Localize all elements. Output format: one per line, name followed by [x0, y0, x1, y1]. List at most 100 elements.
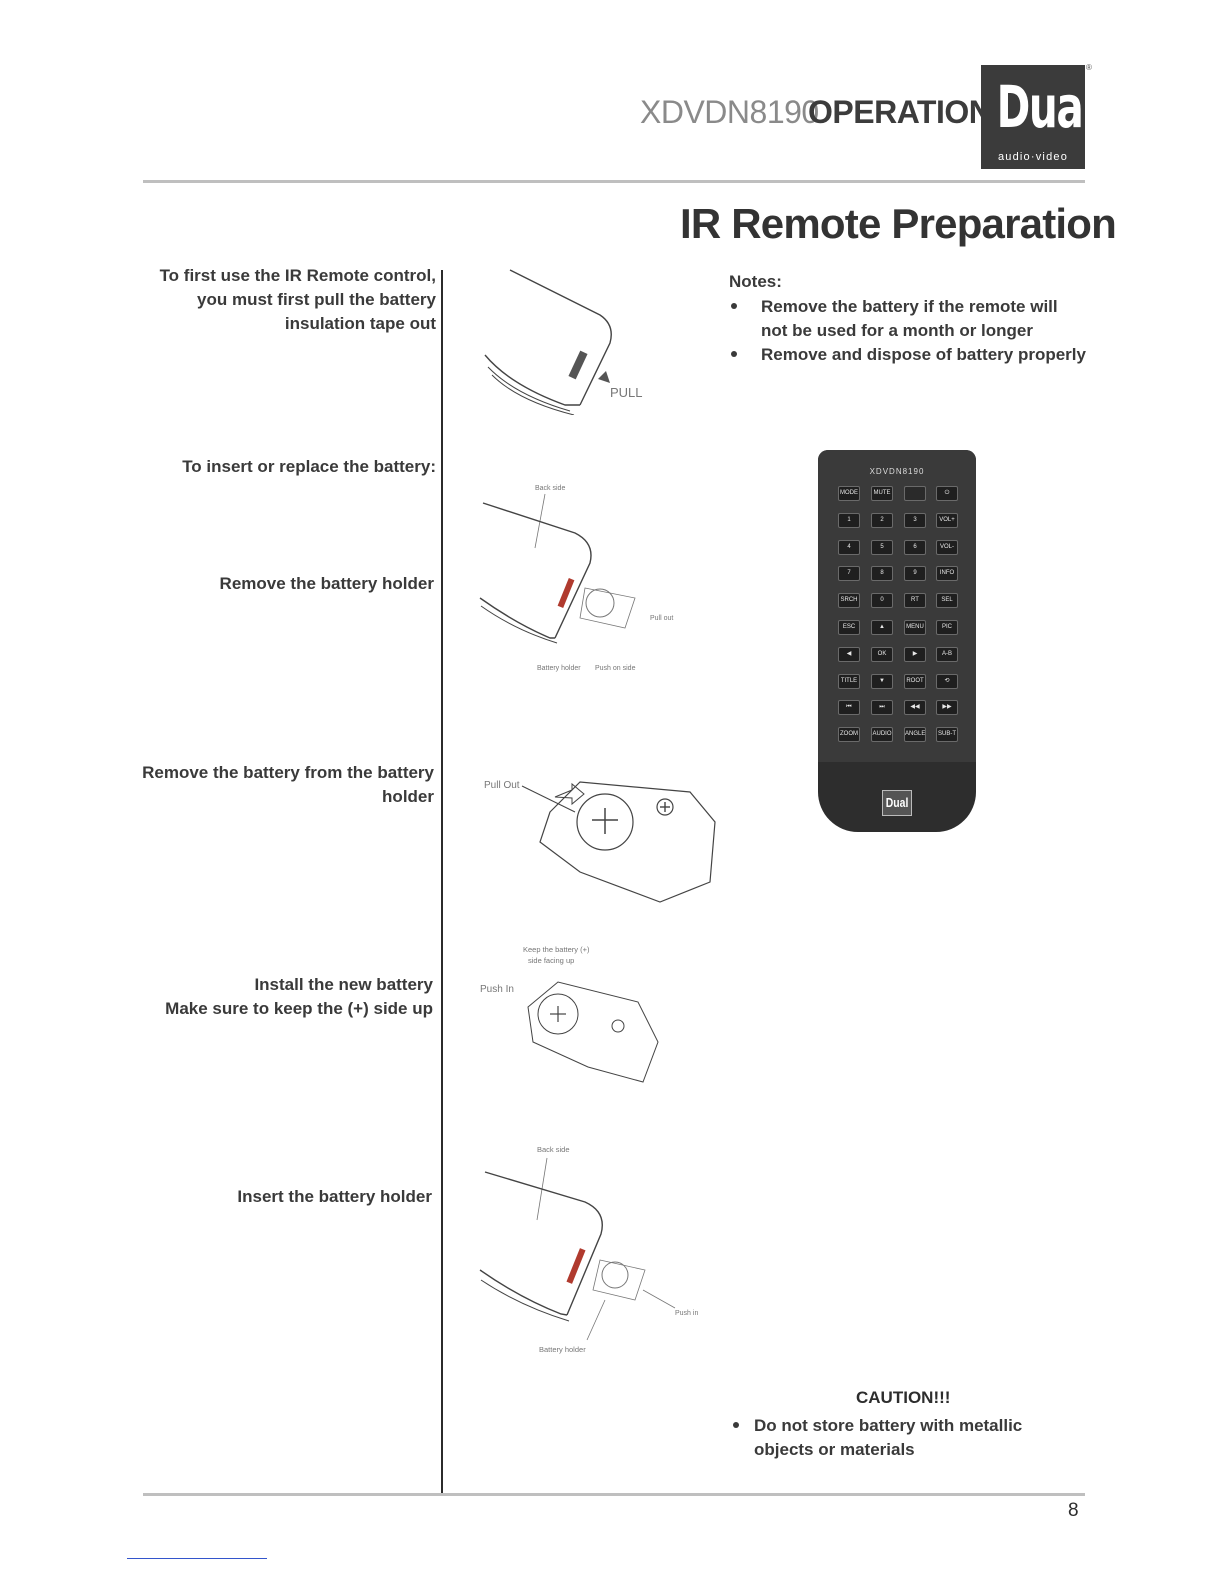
remote-key: SEL — [936, 593, 958, 609]
remove-battery-illustration: Pull Out — [484, 780, 716, 903]
page-title: IR Remote Preparation — [680, 200, 1117, 247]
remote-key: ZOOM — [838, 727, 860, 743]
bottom-divider — [143, 1493, 1085, 1496]
registered-mark: ® — [1086, 63, 1092, 72]
remote-key: ◀◀ — [904, 700, 926, 716]
caption-line: Make sure to keep the (+) side up — [165, 999, 433, 1018]
remote-key: VOL- — [936, 539, 958, 555]
push-on-side-label: Push on side — [595, 665, 636, 672]
remote-key: ◀ — [838, 646, 860, 662]
push-in-small-label: Push in — [675, 1310, 698, 1317]
step-caption-4: Remove the battery from the battery hold… — [134, 761, 434, 809]
remote-key: ▶▶ — [936, 700, 958, 716]
pull-out-label: Pull Out — [484, 780, 520, 791]
remote-key: ⏮ — [838, 700, 860, 716]
note-line: not be used for a month or longer — [761, 321, 1033, 340]
remote-key: 5 — [871, 539, 893, 555]
bullet-icon — [731, 303, 737, 309]
remote-key: INFO — [936, 566, 958, 582]
note-item-1: Remove the battery if the remote will no… — [761, 295, 1058, 343]
remote-key: ⟲ — [936, 673, 958, 689]
top-divider — [143, 180, 1085, 183]
remote-key: OK — [871, 646, 893, 662]
note-line: Remove the battery if the remote will — [761, 297, 1058, 316]
header-section: OPERATION — [808, 94, 992, 130]
note-line: Remove and dispose of battery properly — [761, 345, 1086, 364]
remote-key: 0 — [871, 593, 893, 609]
caution-line: Do not store battery with metallic — [754, 1416, 1023, 1435]
remote-key: ▲ — [871, 620, 893, 635]
remote-key: ⏻ — [936, 486, 958, 501]
remote-key: TITLE — [838, 673, 860, 689]
remote-key: ▶ — [904, 646, 926, 662]
step-caption-1: To first use the IR Remote control, you … — [136, 264, 436, 336]
remote-key: ANGLE — [904, 727, 926, 743]
remote-key: 2 — [871, 512, 893, 528]
step-caption-3: Remove the battery holder — [134, 572, 434, 596]
caption-line: Remove the battery holder — [219, 574, 434, 593]
pull-label: PULL — [610, 385, 643, 400]
remote-key: MUTE — [871, 486, 893, 501]
keep-up-label-1: Keep the battery (+) — [523, 945, 590, 954]
caption-line: you must first pull the battery — [197, 290, 436, 309]
remote-key: ▼ — [871, 673, 893, 689]
remote-key: PIC — [936, 620, 958, 635]
keep-up-label-2: side facing up — [528, 956, 574, 965]
remote-key: 3 — [904, 512, 926, 528]
notes-heading: Notes: — [729, 272, 782, 291]
column-divider — [441, 270, 443, 1494]
remote-key: SUB-T — [936, 727, 958, 743]
battery-holder-label: Battery holder — [537, 665, 581, 672]
step-caption-2: To insert or replace the battery: — [136, 455, 436, 479]
remote-key: 9 — [904, 566, 926, 582]
caption-line: Insert the battery holder — [237, 1187, 432, 1206]
pull-out-small-label: Pull out — [650, 615, 673, 622]
header-model: XDVDN8190 — [640, 94, 819, 130]
remote-key: 6 — [904, 539, 926, 555]
logo-word: Dual — [996, 73, 1097, 141]
remote-model-label: XDVDN8190 — [869, 467, 925, 476]
remote-key: 7 — [838, 566, 860, 582]
back-side-label-2: Back side — [537, 1145, 570, 1154]
remove-holder-illustration: Back side Pull out Battery holder Push o… — [479, 485, 673, 672]
page-number: 8 — [1068, 1500, 1079, 1521]
caption-line: To insert or replace the battery: — [182, 457, 436, 476]
bullet-icon — [733, 1422, 739, 1428]
remote-key: SRCH — [838, 593, 860, 609]
remote-key: 1 — [838, 512, 860, 528]
remote-key — [904, 486, 926, 501]
caption-line: insulation tape out — [284, 314, 436, 333]
dual-logo: Dual audio·video — [981, 65, 1097, 169]
remote-key: RT — [904, 593, 926, 609]
remote-key: 4 — [838, 539, 860, 555]
remote-logo: Dual — [882, 790, 912, 816]
bullet-icon — [731, 351, 737, 357]
note-item-2: Remove and dispose of battery properly — [761, 343, 1086, 367]
footer-link-underline — [127, 1558, 267, 1559]
caption-line: Install the new battery — [254, 975, 433, 994]
caution-line: objects or materials — [754, 1440, 915, 1459]
remote-key: MODE — [838, 486, 860, 501]
install-battery-illustration: Keep the battery (+) side facing up Push… — [480, 945, 659, 1083]
remote-key: A-B — [936, 646, 958, 662]
caution-text: Do not store battery with metallic objec… — [754, 1414, 1022, 1462]
step-caption-6: Insert the battery holder — [132, 1185, 432, 1209]
remote-logo-text: Dual — [885, 795, 909, 810]
remote-key: AUDIO — [871, 727, 893, 743]
back-side-label: Back side — [535, 485, 565, 492]
caption-line: To first use the IR Remote control, — [159, 266, 436, 285]
remote-key: ⏭ — [871, 700, 893, 716]
battery-holder-label-2: Battery holder — [539, 1345, 586, 1354]
step-caption-5: Install the new battery Make sure to kee… — [133, 973, 433, 1021]
caution-heading: CAUTION!!! — [856, 1388, 951, 1407]
caption-line: holder — [382, 787, 434, 806]
caption-line: Remove the battery from the battery — [142, 763, 434, 782]
push-in-label: Push In — [480, 984, 514, 995]
pull-tape-illustration: PULL — [484, 269, 643, 415]
remote-key: ESC — [838, 620, 860, 635]
remote-key: MENU — [904, 620, 926, 635]
remote-key: VOL+ — [936, 512, 958, 528]
insert-holder-illustration: Back side Push in Battery holder — [479, 1145, 698, 1354]
